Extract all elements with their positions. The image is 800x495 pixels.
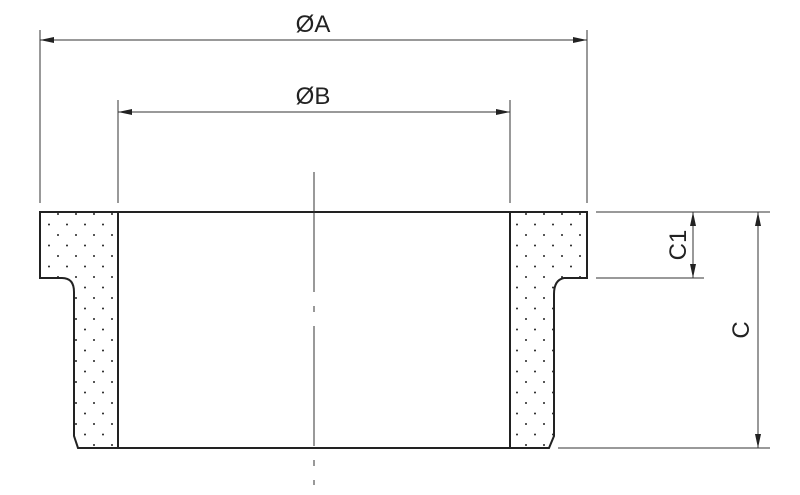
left-wall-section xyxy=(39,211,119,449)
right-wall-section xyxy=(509,211,588,449)
label-inner-diameter: ØB xyxy=(296,83,331,110)
label-total-height: C xyxy=(728,321,755,338)
label-outer-diameter: ØA xyxy=(296,11,331,38)
label-flange-height: C1 xyxy=(665,230,692,261)
